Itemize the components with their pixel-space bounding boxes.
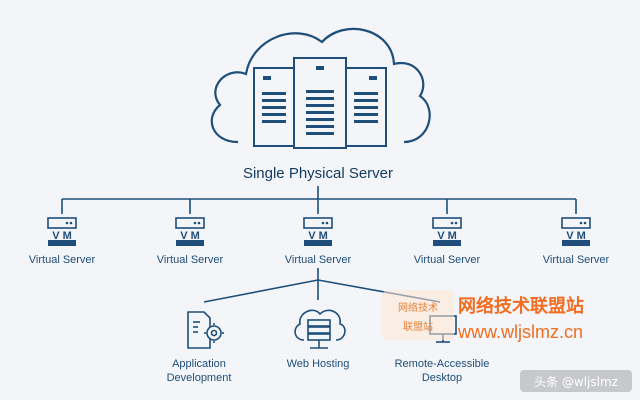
virtual-server-2: V M Virtual Server [157, 217, 224, 266]
watermark: 网络技术 联盟站 网络技术联盟站 www.wljslmz.cn [382, 290, 584, 342]
vm-icon: V M [303, 217, 333, 246]
service-label: Desktop [422, 372, 462, 384]
svg-text:V M: V M [52, 230, 72, 242]
vm-icon: V M [561, 217, 591, 246]
physical-server-icon [253, 57, 387, 149]
service-application-development: Application Development [167, 311, 232, 384]
main-label: Single Physical Server [243, 165, 393, 182]
service-web-hosting: Web Hosting [287, 309, 350, 370]
virtual-server-5: V M Virtual Server [543, 217, 610, 266]
service-label: Web Hosting [287, 358, 350, 370]
svg-text:V M: V M [180, 230, 200, 242]
watermark-logo-text: 网络技术 [398, 301, 438, 314]
svg-text:V M: V M [437, 230, 457, 242]
virtual-server-1: V M Virtual Server [29, 217, 96, 266]
vm-icon: V M [432, 217, 462, 246]
credit-badge: 头条 @wljslmz [520, 370, 632, 392]
cloud-server-icon [294, 309, 346, 349]
service-label: Application [172, 358, 226, 370]
virtual-server-3: V M Virtual Server [285, 217, 352, 266]
virtual-server-label: Virtual Server [543, 254, 610, 266]
credit-text: 头条 @wljslmz [534, 375, 618, 389]
service-label: Development [167, 372, 232, 384]
service-remote-desktop: Remote-Accessible Desktop [395, 315, 490, 384]
virtual-server-label: Virtual Server [29, 254, 96, 266]
virtual-server-label: Virtual Server [414, 254, 481, 266]
svg-text:V M: V M [308, 230, 328, 242]
virtual-server-label: Virtual Server [157, 254, 224, 266]
cloud-icon [210, 27, 431, 144]
watermark-site-url: www.wljslmz.cn [457, 322, 583, 342]
watermark-logo-text: 联盟站 [403, 320, 433, 333]
svg-text:V M: V M [566, 230, 586, 242]
watermark-logo [382, 290, 454, 340]
service-label: Remote-Accessible [395, 358, 490, 370]
gear-document-icon [187, 311, 224, 349]
watermark-site-name: 网络技术联盟站 [458, 295, 584, 317]
vm-icon: V M [47, 217, 77, 246]
virtual-server-label: Virtual Server [285, 254, 352, 266]
virtual-server-4: V M Virtual Server [414, 217, 481, 266]
vm-icon: V M [175, 217, 205, 246]
